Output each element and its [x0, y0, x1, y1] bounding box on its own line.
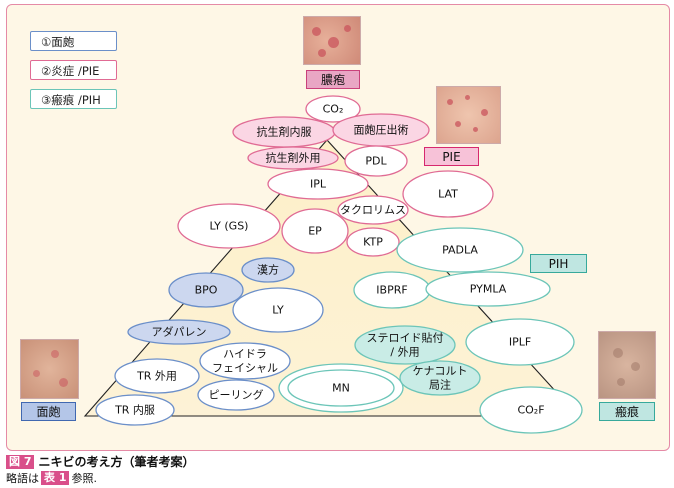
treatment-lat: LAT	[438, 188, 458, 201]
treatment-ep: EP	[308, 225, 322, 238]
figure-number: 図 7	[6, 454, 35, 469]
treatment-ktp: KTP	[363, 236, 383, 249]
ellipse-peeling	[197, 379, 275, 411]
ellipse-kenacort	[399, 360, 481, 396]
acne-pyramid-diagram: CO₂ 抗生剤内服 面皰圧出術 抗生剤外用 PDL IPL LAT LY (GS…	[83, 95, 583, 434]
label-pustule: 膿疱	[306, 70, 360, 89]
figure-caption: 図 7 ニキビの考え方（筆者考案）	[6, 453, 195, 470]
ellipse-hydra	[199, 342, 291, 380]
pustule-photo	[303, 16, 361, 65]
abbreviation-note: 略語は 表 1 参照.	[6, 470, 97, 486]
ellipse-co2	[305, 95, 361, 123]
legend-comedo: ①面皰	[30, 31, 117, 51]
treatment-ipl: IPL	[310, 178, 327, 191]
treatment-co2f: CO₂F	[517, 404, 544, 417]
label-comedo: 面皰	[21, 402, 76, 421]
label-pie: PIE	[424, 147, 479, 166]
ellipse-tr-topical	[114, 358, 200, 394]
ellipse-adapalene	[127, 319, 231, 345]
figure-title: ニキビの考え方（筆者考案）	[38, 455, 195, 469]
treatment-tacrolimus: タクロリムス	[340, 204, 406, 217]
treatment-topical-abx: 抗生剤外用	[266, 151, 321, 165]
treatment-bpo: BPO	[195, 284, 218, 297]
note-suffix: 参照.	[71, 472, 97, 485]
label-pih: PIH	[530, 254, 587, 273]
ellipse-ipl	[267, 168, 369, 200]
treatment-kenacort-line2: 局注	[429, 378, 451, 392]
ellipse-steroid	[354, 325, 456, 365]
ellipse-mn-outer	[278, 363, 404, 413]
label-scar: 瘢痕	[599, 402, 655, 421]
ellipse-kampo	[241, 257, 295, 283]
treatment-mn: MN	[332, 382, 350, 395]
ellipse-pymla	[425, 271, 551, 307]
ellipse-ly	[232, 287, 324, 333]
ellipse-ly-gs	[177, 203, 281, 249]
note-prefix: 略語は	[6, 472, 39, 485]
treatment-ly: LY	[272, 304, 284, 317]
ellipse-tr-oral	[95, 394, 175, 426]
pie-photo	[436, 86, 501, 144]
legend-scar-pih: ③瘢痕 /PIH	[30, 89, 117, 109]
treatment-hydra-line2: フェイシャル	[212, 362, 278, 375]
treatment-adapalene: アダパレン	[152, 325, 207, 339]
ellipse-ktp	[346, 227, 400, 257]
treatment-peeling: ピーリング	[209, 388, 264, 402]
treatment-ibprf: IBPRF	[376, 284, 407, 297]
treatment-kenacort-line1: ケナコルト	[413, 365, 468, 378]
ellipse-mn-inner	[287, 369, 395, 407]
treatment-ly-gs: LY (GS)	[210, 220, 249, 233]
treatment-comedo-extract: 面皰圧出術	[354, 123, 409, 137]
table-reference: 表 1	[41, 471, 70, 485]
legend-inflammation-pie: ②炎症 /PIE	[30, 60, 117, 80]
ellipse-ep	[281, 208, 349, 254]
ellipse-co2f	[479, 386, 583, 434]
treatment-pymla: PYMLA	[470, 283, 507, 296]
ellipse-bpo	[168, 272, 244, 308]
comedo-photo	[20, 339, 79, 399]
ellipse-iplf	[465, 318, 575, 366]
treatment-kampo: 漢方	[257, 263, 279, 277]
treatment-tr-oral: TR 内服	[114, 403, 155, 417]
treatment-tr-topical: TR 外用	[136, 370, 177, 383]
treatment-oral-abx: 抗生剤内服	[257, 125, 312, 139]
treatment-hydra-line1: ハイドラ	[223, 348, 267, 361]
treatment-padla: PADLA	[442, 244, 478, 257]
treatment-iplf: IPLF	[509, 336, 531, 349]
ellipse-lat	[402, 170, 494, 218]
scar-photo	[598, 331, 656, 399]
treatment-co2: CO₂	[323, 103, 344, 116]
treatment-pdl: PDL	[365, 155, 387, 168]
ellipse-topical-abx	[247, 146, 339, 170]
treatment-steroid-line1: ステロイド貼付	[367, 331, 444, 345]
treatment-steroid-line2: / 外用	[390, 346, 419, 359]
ellipse-pdl	[344, 145, 408, 177]
ellipse-tacrolimus	[337, 195, 409, 225]
ellipse-padla	[396, 227, 524, 273]
